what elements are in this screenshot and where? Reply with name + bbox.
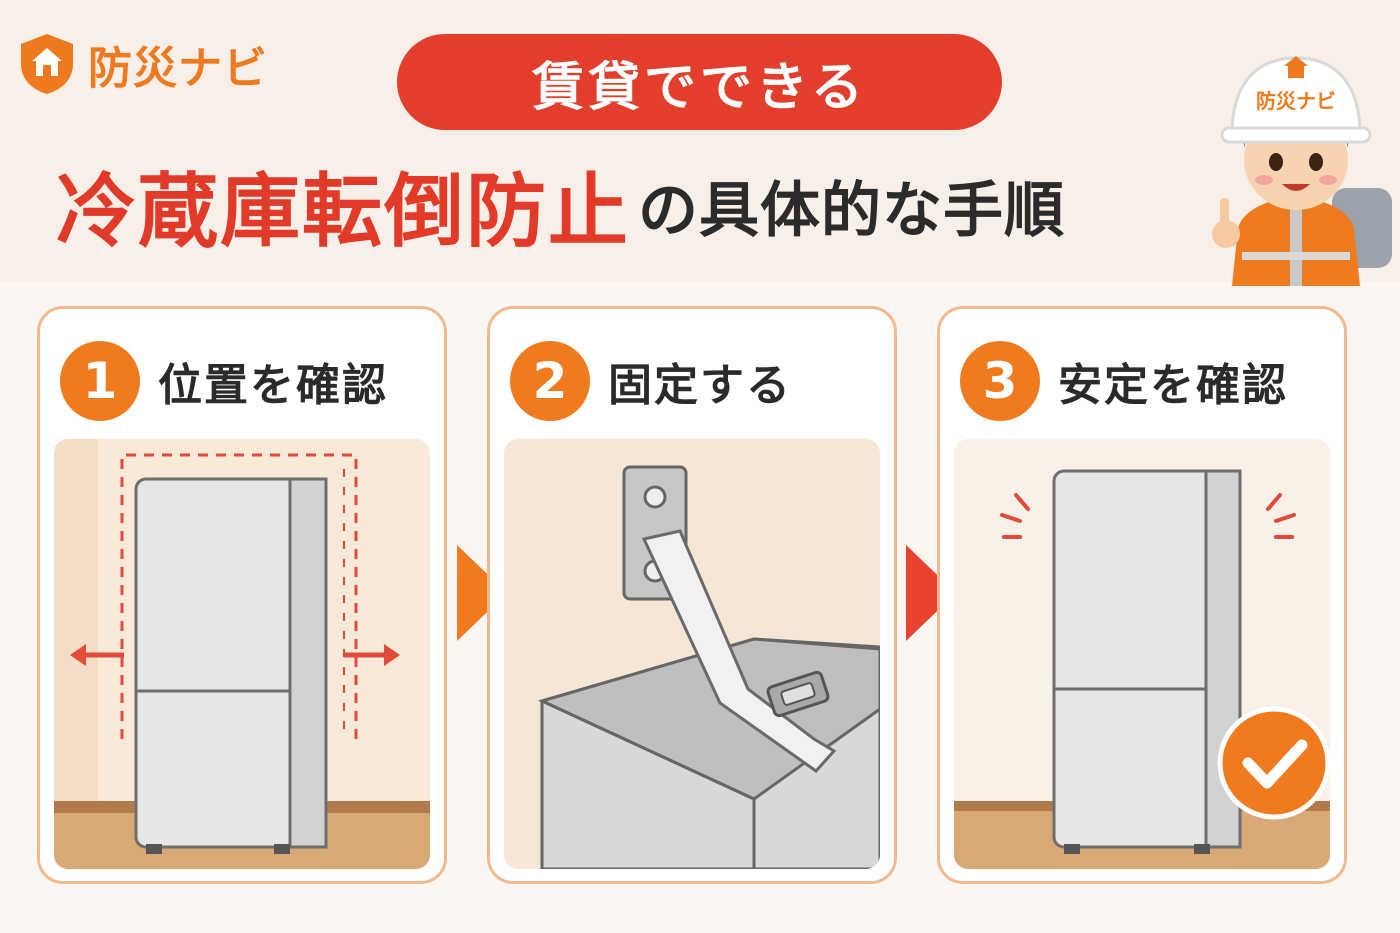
step-card-3: 3 安定を確認 xyxy=(937,306,1347,884)
step-number-3: 3 xyxy=(960,341,1040,421)
step-header-3: 3 安定を確認 xyxy=(960,339,1288,423)
illustration-fix-strap xyxy=(504,439,880,869)
badge-rental: 賃貸でできる xyxy=(397,34,1002,130)
check-icon xyxy=(1242,739,1308,789)
chevron-right-icon xyxy=(906,545,956,641)
step-title-3: 安定を確認 xyxy=(1058,360,1288,411)
arrow-right-icon xyxy=(344,644,400,666)
step-header-1: 1 位置を確認 xyxy=(60,339,388,423)
brand-name: 防災ナビ xyxy=(88,43,268,94)
illustration-check-position xyxy=(54,439,430,869)
step-card-2: 2 固定する xyxy=(487,306,897,884)
step-number-1: 1 xyxy=(60,341,140,421)
step-title-1: 位置を確認 xyxy=(158,360,388,411)
brand-logo: 防災ナビ xyxy=(18,32,268,96)
title-rest: の具体的な手順 xyxy=(638,175,1065,246)
illustration-check-stable xyxy=(954,439,1330,869)
step-title-2: 固定する xyxy=(608,360,792,411)
helmet-label: 防災ナビ xyxy=(1256,89,1336,113)
page-title: 冷蔵庫転倒防止 の具体的な手順 xyxy=(56,150,1206,260)
step-number-2: 2 xyxy=(510,341,590,421)
mascot-illustration: 防災ナビ xyxy=(1192,38,1400,286)
chevron-right-icon xyxy=(457,545,507,641)
house-shield-icon xyxy=(21,34,73,94)
arrow-left-icon xyxy=(70,644,124,666)
title-highlight: 冷蔵庫転倒防止 xyxy=(56,165,630,258)
step-header-2: 2 固定する xyxy=(510,339,792,423)
step-card-1: 1 位置を確認 xyxy=(37,306,447,884)
